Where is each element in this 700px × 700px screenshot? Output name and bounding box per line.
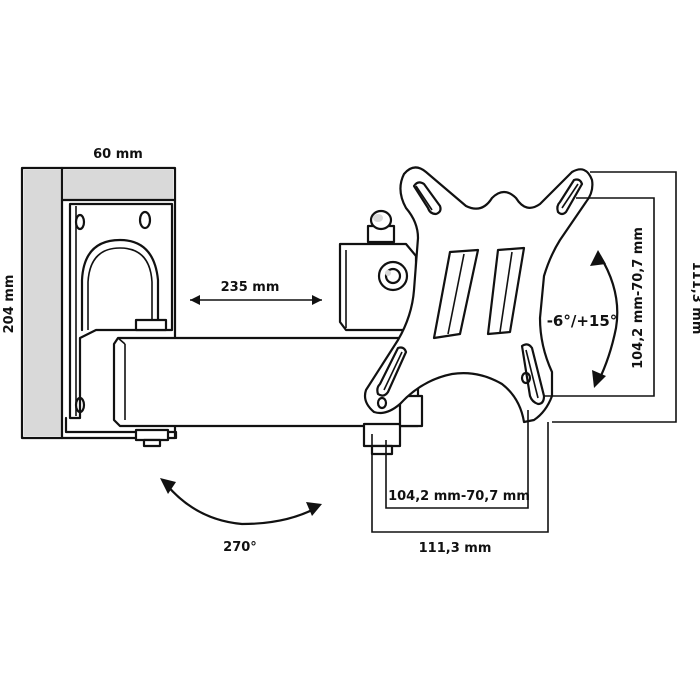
label-tilt: -6°/+15° <box>547 312 618 330</box>
label-vesa-horizontal-inner: 104,2 mm-70,7 mm <box>388 489 530 504</box>
label-rotation-270: 270° <box>223 540 257 555</box>
label-height-204: 204 mm <box>2 275 17 334</box>
label-width-60: 60 mm <box>93 147 143 162</box>
label-vesa-horizontal-outer: 111,3 mm <box>419 541 492 556</box>
label-arm-235: 235 mm <box>221 280 280 295</box>
label-vesa-vertical-inner: 104,2 mm-70,7 mm <box>631 227 646 369</box>
dimension-lines <box>160 171 677 533</box>
vesa-plate <box>363 166 594 424</box>
label-vesa-vertical-outer: 111,3 mm <box>689 262 700 335</box>
wall-plate <box>20 166 178 448</box>
